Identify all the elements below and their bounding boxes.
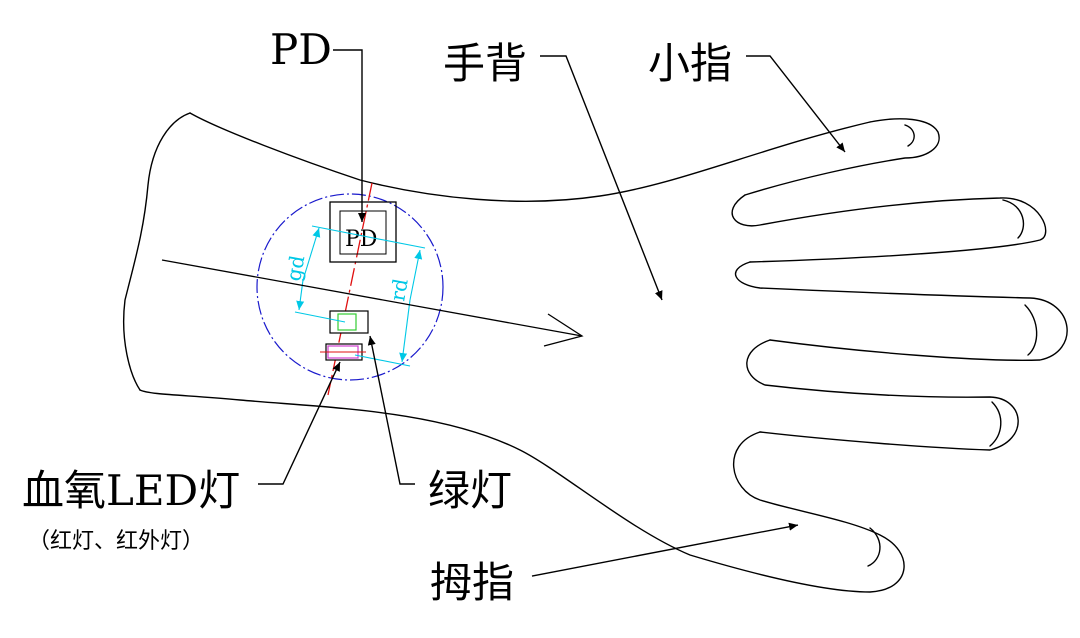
- spo2-led-label: 血氧LED灯: [22, 466, 240, 515]
- gd-dimension: [302, 227, 321, 281]
- pd-square-inner: [339, 210, 387, 255]
- thumb-outline: [139, 389, 905, 593]
- middle-finger: [734, 261, 1068, 361]
- green-led: [329, 310, 369, 334]
- pd-inner-label: PD: [345, 227, 377, 252]
- pd-label: PD: [270, 25, 332, 74]
- dimension-lines: gd rd: [281, 225, 426, 367]
- thumb-label: 拇指: [430, 558, 514, 607]
- gd-label: gd: [281, 253, 309, 283]
- leaders: [258, 49, 846, 577]
- ring-finger: [731, 194, 1047, 263]
- wrist-edge: [122, 112, 191, 391]
- index-finger: [746, 339, 1019, 451]
- little-finger-label: 小指: [648, 39, 732, 88]
- little-finger: [744, 118, 940, 196]
- green-light-leader: [367, 335, 415, 485]
- thumb-leader: [531, 522, 799, 577]
- little-finger-leader: [746, 55, 846, 153]
- spo2-led-note: （红灯、红外灯）: [28, 529, 204, 554]
- spo2-leader: [258, 361, 341, 485]
- direction-arrow: [161, 259, 584, 347]
- hand-outline: [122, 112, 1068, 593]
- back-of-hand-label: 手背: [443, 39, 527, 88]
- sensor-circle: [256, 193, 444, 381]
- back-of-hand-leader: [540, 55, 663, 301]
- green-light-label: 绿灯: [428, 466, 512, 515]
- hand-top-edge: [189, 112, 871, 202]
- sensor-area: PD: [256, 182, 444, 396]
- pd-square-outer: [329, 201, 397, 263]
- rd-dimension: [409, 249, 423, 301]
- rd-label: rd: [385, 276, 413, 302]
- sensor-centerline: [327, 182, 373, 396]
- pd-leader: [333, 49, 366, 222]
